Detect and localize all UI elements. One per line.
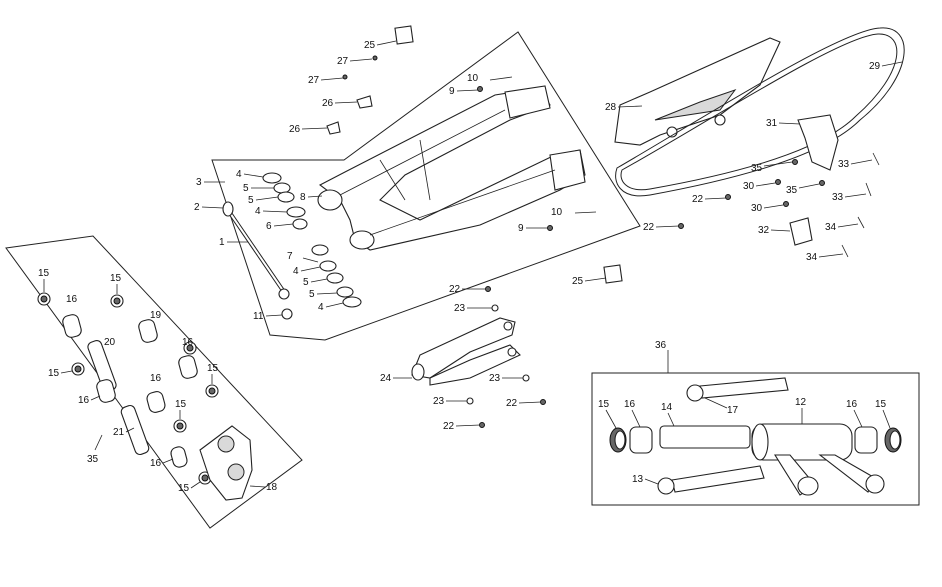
swingarm-frame: [317, 85, 586, 251]
chain-slider: [411, 286, 546, 428]
bushing-kit-labels: 15 15 16 19 20 16 15 15 16 16 15 21 16 1…: [38, 268, 278, 494]
label-23: 23: [489, 373, 501, 384]
label-15: 15: [207, 363, 219, 374]
chain-tensioner: [797, 114, 839, 171]
label-5: 5: [309, 289, 315, 300]
label-15: 15: [875, 399, 887, 410]
label-13: 13: [632, 474, 644, 485]
label-15: 15: [598, 399, 610, 410]
swingarm-group-outline: [211, 31, 641, 341]
label-30: 30: [743, 181, 755, 192]
label-5: 5: [303, 277, 309, 288]
label-1: 1: [219, 237, 225, 248]
label-16: 16: [150, 458, 162, 469]
label-33: 33: [838, 159, 850, 170]
label-8: 8: [300, 192, 306, 203]
label-32: 32: [758, 225, 770, 236]
label-36: 36: [655, 340, 667, 351]
label-6: 6: [266, 221, 272, 232]
label-35: 35: [751, 163, 763, 174]
label-24: 24: [380, 373, 392, 384]
label-4: 4: [293, 266, 299, 277]
label-35: 35: [786, 185, 798, 196]
label-16: 16: [150, 373, 162, 384]
label-21: 21: [113, 427, 125, 438]
label-4: 4: [318, 302, 324, 313]
linkage-detail-box: 36 15 16 14 17 12 16 1: [591, 340, 920, 506]
label-34: 34: [806, 252, 818, 263]
label-4: 4: [236, 169, 242, 180]
label-16: 16: [624, 399, 636, 410]
label-15: 15: [178, 483, 190, 494]
label-15: 15: [175, 399, 187, 410]
chain-slider-block: [394, 25, 414, 45]
detail-box-outline: [591, 372, 920, 506]
spindle-nut: [281, 308, 293, 320]
label-25: 25: [364, 40, 376, 51]
label-18: 18: [266, 482, 278, 493]
chain-labels: 28 29 31 35 30 35 33 33 30 22 22 32 34 3…: [572, 61, 903, 287]
chain-slider-labels: 22 23 24 23 23 22 22: [380, 284, 542, 432]
label-5: 5: [248, 195, 254, 206]
label-22: 22: [449, 284, 461, 295]
label-16: 16: [182, 337, 194, 348]
label-22: 22: [643, 222, 655, 233]
label-27: 27: [308, 75, 320, 86]
label-29: 29: [869, 61, 881, 72]
label-7: 7: [287, 251, 293, 262]
chain-adjuster-block: [789, 217, 813, 246]
label-26: 26: [322, 98, 334, 109]
label-27: 27: [337, 56, 349, 67]
label-35: 35: [87, 454, 99, 465]
label-23: 23: [454, 303, 466, 314]
label-9: 9: [518, 223, 524, 234]
label-30: 30: [751, 203, 763, 214]
label-15: 15: [38, 268, 50, 279]
label-4: 4: [255, 206, 261, 217]
swingarm-group: [211, 31, 641, 341]
label-22: 22: [443, 421, 455, 432]
label-16: 16: [78, 395, 90, 406]
chain-assembly: [603, 27, 905, 284]
label-15: 15: [48, 368, 60, 379]
label-20: 20: [104, 337, 116, 348]
label-10: 10: [551, 207, 563, 218]
label-22: 22: [692, 194, 704, 205]
swingarm-labels: 25 27 27 26 26 10 9 8 3 4 5 5 4 2 6 1 7 …: [194, 40, 563, 322]
label-17: 17: [727, 405, 739, 416]
label-10: 10: [467, 73, 479, 84]
label-19: 19: [150, 310, 162, 321]
label-15: 15: [110, 273, 122, 284]
label-33: 33: [832, 192, 844, 203]
linkage-plate: [199, 425, 253, 501]
label-14: 14: [661, 402, 673, 413]
label-31: 31: [766, 118, 778, 129]
label-28: 28: [605, 102, 617, 113]
label-26: 26: [289, 124, 301, 135]
chain-guard: [614, 37, 781, 146]
label-22: 22: [506, 398, 518, 409]
label-3: 3: [196, 177, 202, 188]
label-5: 5: [243, 183, 249, 194]
label-9: 9: [449, 86, 455, 97]
label-2: 2: [194, 202, 200, 213]
linkage-bolt-head: [686, 384, 704, 402]
label-16: 16: [66, 294, 78, 305]
spindle-washer: [222, 201, 234, 217]
label-34: 34: [825, 222, 837, 233]
label-16: 16: [846, 399, 858, 410]
label-11: 11: [253, 311, 264, 322]
label-25: 25: [572, 276, 584, 287]
drive-chain: [615, 27, 905, 197]
label-12: 12: [795, 397, 807, 408]
label-23: 23: [433, 396, 445, 407]
bushing-kit-group: [5, 235, 303, 529]
